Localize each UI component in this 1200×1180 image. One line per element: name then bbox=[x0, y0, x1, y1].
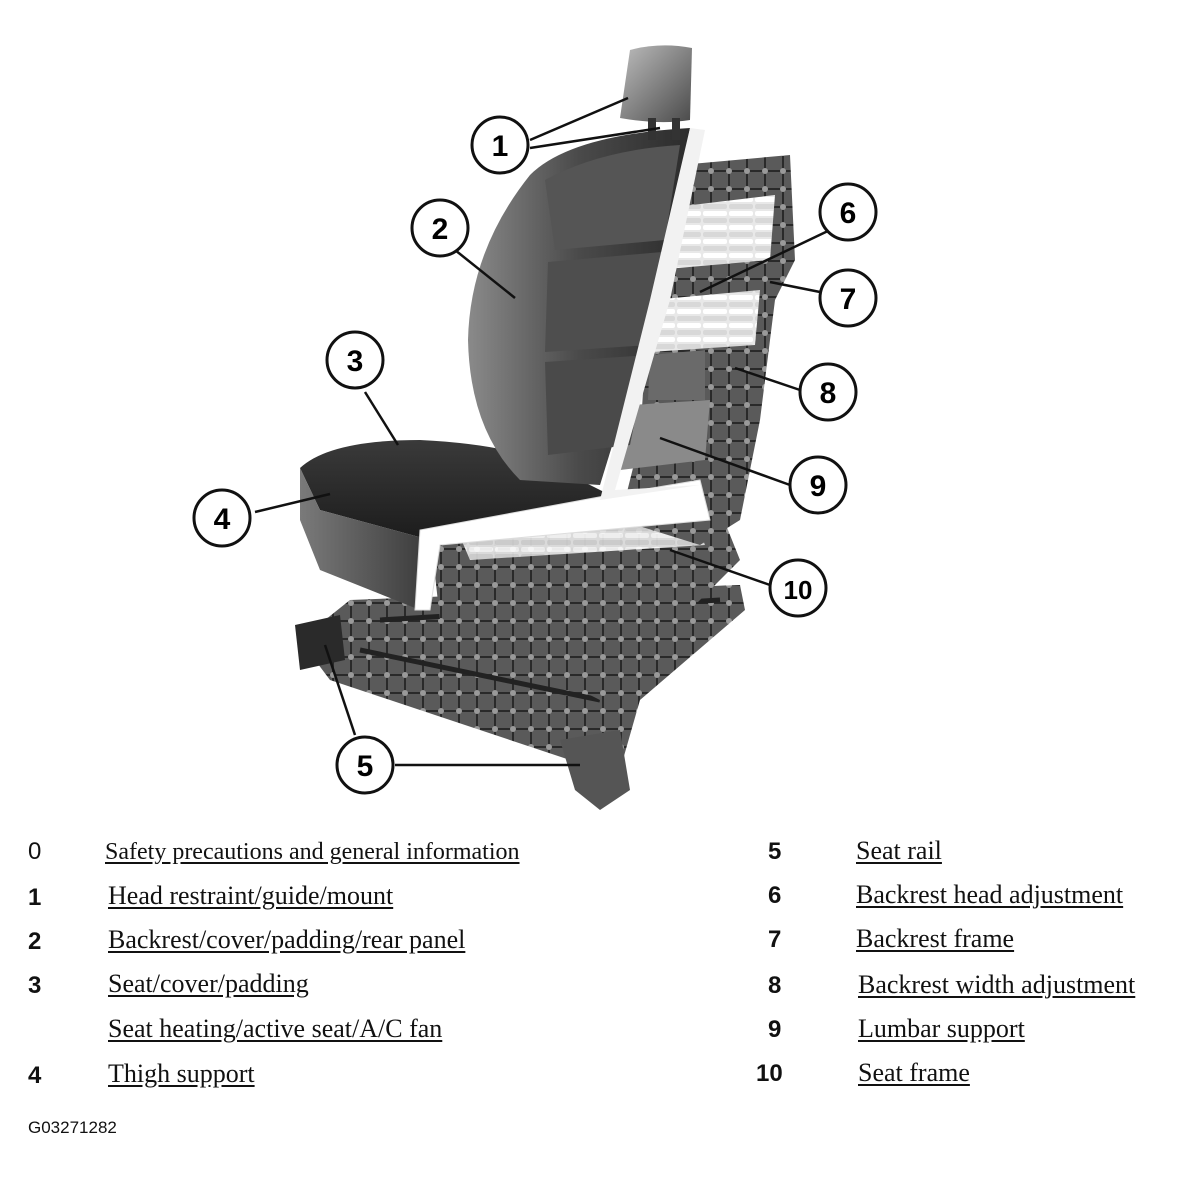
callout-2: 2 bbox=[410, 198, 470, 258]
svg-text:1: 1 bbox=[492, 130, 509, 163]
callout-6: 6 bbox=[818, 182, 878, 242]
svg-text:10: 10 bbox=[784, 575, 813, 605]
head-restraint-shape bbox=[620, 45, 692, 140]
legend-link-backrest-head-adjustment[interactable]: Backrest head adjustment bbox=[856, 880, 1124, 909]
legend-num-10: 10 bbox=[756, 1060, 783, 1087]
leader-lines bbox=[254, 96, 831, 767]
legend-num-7: 7 bbox=[768, 926, 782, 953]
legend-num-0: 0 bbox=[28, 838, 42, 865]
legend-link-head-restraint[interactable]: Head restraint/guide/mount bbox=[108, 881, 394, 910]
svg-text:8: 8 bbox=[820, 377, 837, 410]
seat-diagram: 1 2 3 4 5 6 7 8 9 10 bbox=[192, 45, 878, 810]
legend-link-backrest-width-adjustment[interactable]: Backrest width adjustment bbox=[858, 970, 1136, 999]
svg-text:6: 6 bbox=[840, 197, 857, 230]
legend-link-seat-cover[interactable]: Seat/cover/padding bbox=[108, 969, 309, 998]
svg-text:3: 3 bbox=[347, 345, 364, 378]
legend-num-9: 9 bbox=[768, 1016, 782, 1043]
figure-id: G03271282 bbox=[28, 1118, 117, 1137]
legend-link-safety[interactable]: Safety precautions and general informati… bbox=[105, 839, 520, 865]
callout-3: 3 bbox=[325, 330, 385, 390]
legend-num-1: 1 bbox=[28, 884, 42, 911]
callout-5: 5 bbox=[335, 735, 395, 795]
callout-7: 7 bbox=[818, 268, 878, 328]
legend-num-8: 8 bbox=[768, 972, 782, 999]
svg-text:7: 7 bbox=[840, 283, 857, 316]
svg-text:4: 4 bbox=[214, 503, 231, 536]
legend-num-3: 3 bbox=[28, 972, 42, 999]
callout-1: 1 bbox=[470, 115, 530, 175]
legend-num-4: 4 bbox=[28, 1062, 42, 1089]
legend-link-seat-rail[interactable]: Seat rail bbox=[856, 836, 942, 865]
backrest-shape bbox=[468, 128, 705, 500]
callout-4: 4 bbox=[192, 488, 252, 548]
legend-link-seat-heating[interactable]: Seat heating/active seat/A/C fan bbox=[108, 1014, 443, 1043]
svg-text:2: 2 bbox=[432, 213, 449, 246]
callout-8: 8 bbox=[798, 362, 858, 422]
svg-text:9: 9 bbox=[810, 470, 827, 503]
svg-text:5: 5 bbox=[357, 750, 374, 783]
legend-num-2: 2 bbox=[28, 928, 42, 955]
legend-link-backrest[interactable]: Backrest/cover/padding/rear panel bbox=[108, 925, 466, 954]
legend-link-backrest-frame[interactable]: Backrest frame bbox=[856, 924, 1015, 953]
legend-link-lumbar-support[interactable]: Lumbar support bbox=[858, 1014, 1025, 1043]
callout-9: 9 bbox=[788, 455, 848, 515]
legend-link-thigh-support[interactable]: Thigh support bbox=[108, 1059, 255, 1088]
legend-link-seat-frame[interactable]: Seat frame bbox=[858, 1058, 970, 1087]
legend-num-5: 5 bbox=[768, 838, 782, 865]
legend-num-6: 6 bbox=[768, 882, 782, 909]
callout-10: 10 bbox=[768, 558, 828, 618]
